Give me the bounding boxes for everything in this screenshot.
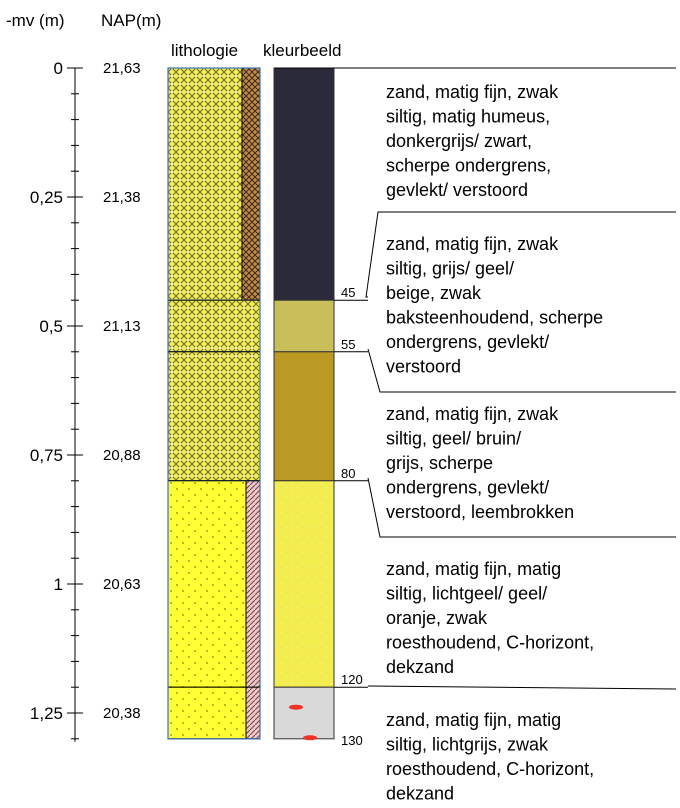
depth-tick-label: 0,25 xyxy=(30,188,63,207)
layer-bottom-depth-label: 45 xyxy=(341,285,355,300)
layer-description-line: zand, matig fijn, matig xyxy=(386,710,561,730)
nap-tick-label: 20,38 xyxy=(103,705,141,722)
layer-description-line: verstoord, leembrokken xyxy=(386,502,574,522)
layer-description-line: dekzand xyxy=(386,657,454,677)
nap-header: NAP(m) xyxy=(101,11,161,30)
lithology-frame xyxy=(167,67,261,740)
nap-tick-label: 20,63 xyxy=(103,576,141,593)
lithology-layer xyxy=(167,351,261,482)
layer-description-line: siltig, lichtgeel/ geel/ xyxy=(386,584,547,604)
lithology-layer xyxy=(167,686,247,740)
layer-description-line: grijs, scherpe xyxy=(386,453,493,473)
description-leader xyxy=(367,477,676,538)
depth-tick-label: 0 xyxy=(54,59,63,78)
layer-description-line: zand, matig fijn, zwak xyxy=(386,234,559,254)
layer-description-line: gevlekt/ verstoord xyxy=(386,180,528,200)
lithology-layer xyxy=(167,299,261,353)
lithology-column xyxy=(167,67,261,740)
depth-axis: 0 21,63 0,25 21,38 0,5 21,13 0,75 20,88 1 20,63 1,… xyxy=(30,59,141,742)
color-layer xyxy=(273,686,335,740)
nap-tick-label: 21,13 xyxy=(103,318,141,335)
color-column-header: kleurbeeld xyxy=(263,41,341,60)
layer-bottom-depth-label: 55 xyxy=(341,337,355,352)
layer-description-line: siltig, geel/ bruin/ xyxy=(386,429,521,449)
layer-description-line: siltig, lichtgrijs, zwak xyxy=(386,735,549,755)
description-leader xyxy=(365,211,676,298)
depth-tick-label: 0,5 xyxy=(39,317,63,336)
layer-description-line: zand, matig fijn, zwak xyxy=(386,82,559,102)
lithology-admixture-strip xyxy=(245,686,261,740)
lithology-admixture-strip xyxy=(241,67,261,301)
layer-description-line: donkergrijs/ zwart, xyxy=(386,131,532,151)
description-leader xyxy=(367,348,676,393)
color-column xyxy=(273,67,335,741)
nap-tick-label: 20,88 xyxy=(103,447,141,464)
layer-description-line: ondergrens, gevlekt/ xyxy=(386,332,549,352)
nap-tick-label: 21,38 xyxy=(103,189,141,206)
lithology-admixture-strip xyxy=(245,480,261,688)
layer-description-line: baksteenhoudend, scherpe xyxy=(386,308,603,328)
rust-mottle xyxy=(303,735,317,741)
layer-description-line: zand, matig fijn, zwak xyxy=(386,404,559,424)
depth-tick-label: 1 xyxy=(54,575,63,594)
layer-bottom-depth-label: 80 xyxy=(341,466,355,481)
layer-bottom-depth-label: 130 xyxy=(341,733,363,748)
color-layer xyxy=(273,67,335,301)
layer-description-line: siltig, matig humeus, xyxy=(386,107,550,127)
nap-tick-label: 21,63 xyxy=(103,60,141,77)
color-layer xyxy=(273,480,335,688)
layer-description-line: scherpe ondergrens, xyxy=(386,156,551,176)
layer-description-line: siltig, grijs/ geel/ xyxy=(386,259,514,279)
depth-tick-label: 0,75 xyxy=(30,446,63,465)
layer-descriptions: zand, matig fijn, zwak siltig, matig hume… xyxy=(274,67,677,804)
depth-axis-header: -mv (m) xyxy=(6,11,65,30)
layer-description-line: ondergrens, gevlekt/ xyxy=(386,478,549,498)
rust-mottle xyxy=(289,704,303,710)
color-layer xyxy=(273,299,335,353)
lithology-layer xyxy=(167,480,247,688)
layer-description-line: oranje, zwak xyxy=(386,608,488,628)
color-layer xyxy=(273,351,335,482)
lithology-column-header: lithologie xyxy=(171,41,238,60)
layer-description-line: dekzand xyxy=(386,784,454,804)
lithology-layer xyxy=(167,67,243,301)
depth-tick-label: 1,25 xyxy=(30,704,63,723)
layer-description-line: verstoord xyxy=(386,357,461,377)
layer-description-line: roesthoudend, C-horizont, xyxy=(386,759,594,779)
layer-bottom-depth-label: 120 xyxy=(341,672,363,687)
description-leader xyxy=(367,685,677,690)
layer-description-line: roesthoudend, C-horizont, xyxy=(386,633,594,653)
layer-description-line: beige, zwak xyxy=(386,283,482,303)
layer-description-line: zand, matig fijn, matig xyxy=(386,559,561,579)
